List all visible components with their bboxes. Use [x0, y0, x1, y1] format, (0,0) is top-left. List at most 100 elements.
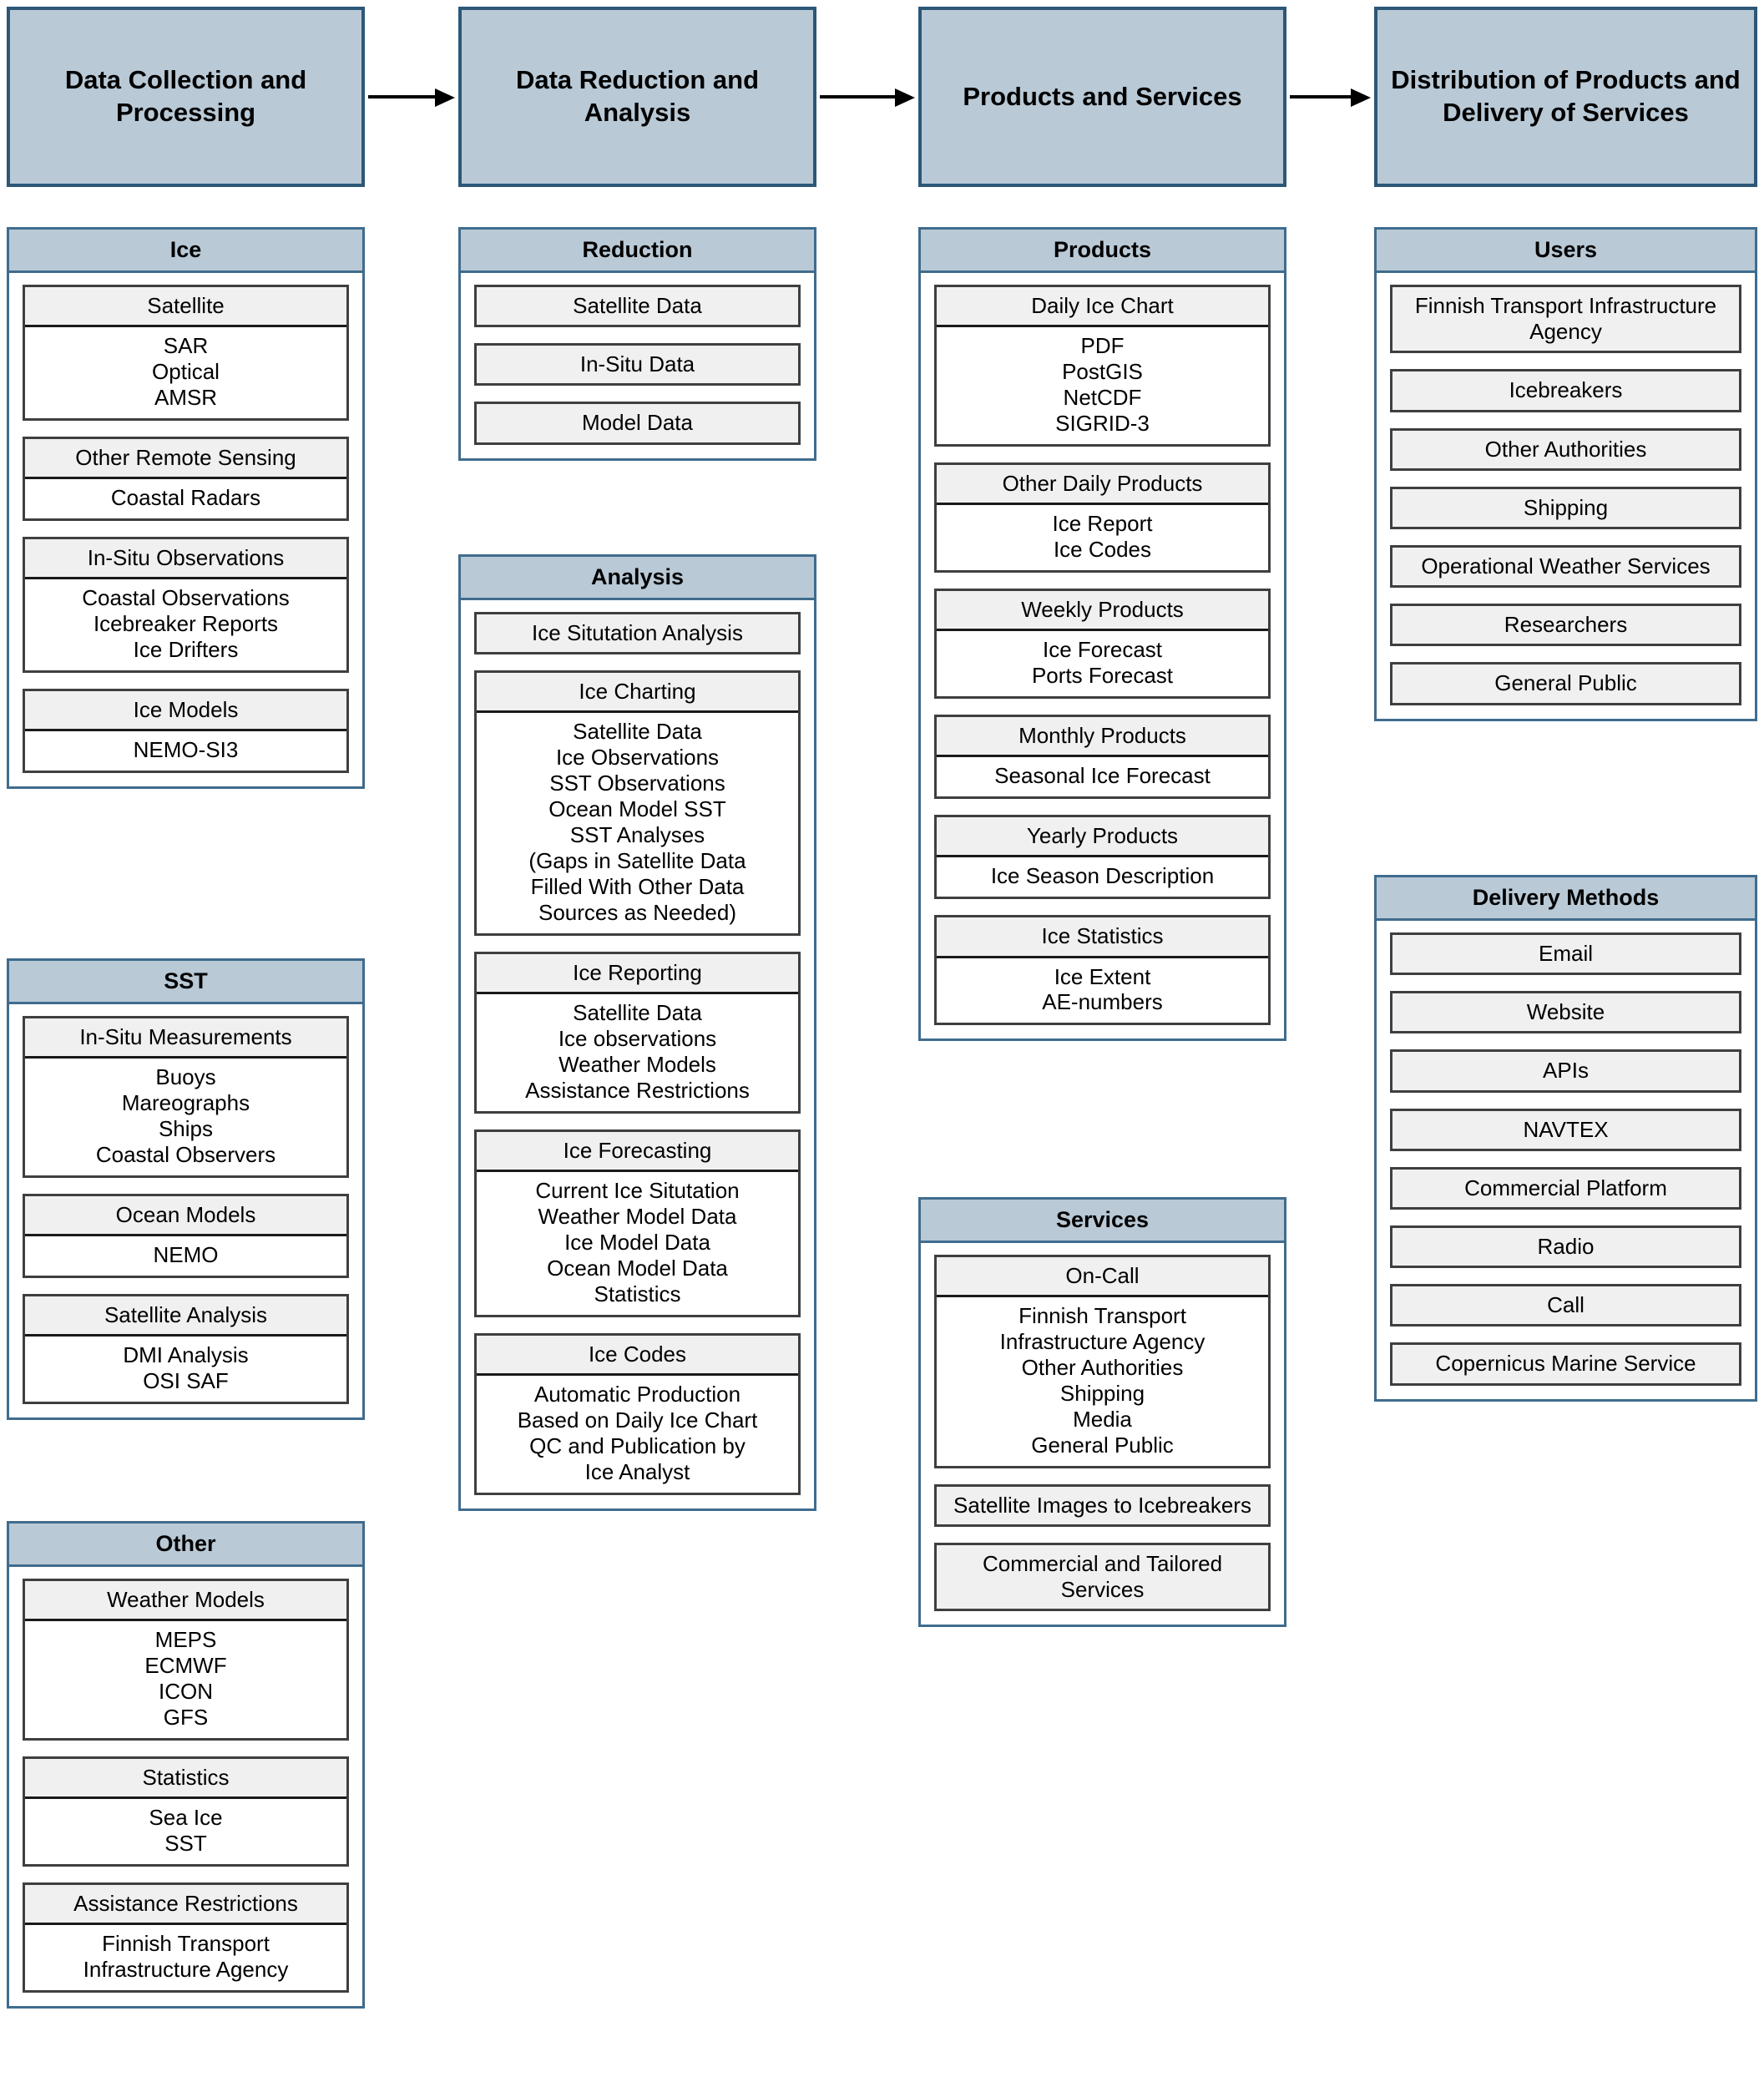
sub-block-header: Ice Forecasting [477, 1131, 798, 1173]
sub-block-header: Other Authorities [1392, 430, 1739, 468]
sub-block[interactable]: APIs [1390, 1049, 1741, 1093]
stage-arrow-3 [1290, 88, 1371, 107]
sub-block-header: Commercial and Tailored Services [937, 1545, 1268, 1609]
sub-block-item: Other Authorities [1021, 1355, 1184, 1381]
group-title-products: Products [921, 230, 1284, 274]
group-title-other: Other [9, 1524, 362, 1568]
sub-block[interactable]: Model Data [474, 402, 801, 445]
sub-block[interactable]: Commercial and Tailored Services [934, 1543, 1271, 1612]
sub-block-header: Copernicus Marine Service [1392, 1345, 1739, 1383]
sub-block[interactable]: In-Situ Data [474, 343, 801, 387]
sub-block-item: Coastal Radars [110, 485, 261, 511]
sub-block[interactable]: Other Authorities [1390, 427, 1741, 471]
sub-block[interactable]: Finnish Transport Infrastructure Agency [1390, 285, 1741, 354]
sub-block-header: Satellite Analysis [25, 1296, 346, 1337]
sub-block[interactable]: Ice Situtation Analysis [474, 612, 801, 655]
sub-block[interactable]: Email [1390, 932, 1741, 976]
sub-block[interactable]: Copernicus Marine Service [1390, 1342, 1741, 1386]
sub-block-item: Assistance Restrictions [525, 1077, 750, 1103]
sub-block-item: DMI Analysis [123, 1342, 249, 1368]
sub-block-header: Call [1392, 1286, 1739, 1325]
sub-block[interactable]: Operational Weather Services [1390, 544, 1741, 589]
sub-block[interactable]: Commercial Platform [1390, 1166, 1741, 1210]
sub-block[interactable]: Website [1390, 991, 1741, 1034]
sub-block-header: NAVTEX [1392, 1110, 1739, 1149]
sub-block-header: Email [1392, 935, 1739, 973]
sub-block-header: Radio [1392, 1227, 1739, 1266]
sub-block-item: Seasonal Ice Forecast [994, 763, 1211, 789]
sub-block-header: Model Data [477, 404, 798, 442]
sub-block[interactable]: Call [1390, 1284, 1741, 1327]
sub-block-item: Coastal Observers [95, 1142, 276, 1168]
sub-block-header: Daily Ice Chart [937, 287, 1268, 328]
sub-block-item: Ice Report [1052, 511, 1153, 537]
sub-block-header: In-Situ Measurements [25, 1018, 346, 1059]
sub-block[interactable]: NAVTEX [1390, 1108, 1741, 1151]
sub-block-item: Ice Drifters [133, 637, 239, 663]
arrow-head-icon [895, 88, 915, 107]
stage-box-products-services: Products and Services [918, 7, 1286, 187]
sub-block-item: Automatic Production [533, 1381, 741, 1407]
arrow-shaft [1290, 95, 1352, 99]
sub-block[interactable]: Icebreakers [1390, 369, 1741, 412]
group-title-services: Services [921, 1200, 1284, 1244]
sub-block[interactable]: General Public [1390, 662, 1741, 705]
sub-block[interactable]: Satellite Data [474, 285, 801, 328]
sub-block-item: Infrastructure Agency [999, 1329, 1205, 1355]
group-title-analysis: Analysis [461, 557, 814, 601]
stage-arrow-1 [368, 88, 455, 107]
sub-block-item: Satellite Data [573, 719, 702, 745]
sub-block-header: Researchers [1392, 606, 1739, 644]
sub-block[interactable]: Radio [1390, 1225, 1741, 1269]
sub-block-item: Ice Season Description [990, 863, 1215, 889]
sub-block-items: NEMO-SI3 [25, 731, 346, 771]
arrow-shaft [820, 95, 897, 99]
sub-block-header: Shipping [1392, 488, 1739, 527]
sub-block[interactable]: Researchers [1390, 604, 1741, 647]
sub-block-header: Ice Models [25, 691, 346, 732]
sub-block-item: Sources as Needed) [538, 899, 737, 925]
sub-block-item: Ice Observations [555, 745, 720, 771]
sub-block-item: Ice Codes [1053, 537, 1152, 563]
sub-block-items: NEMO [25, 1236, 346, 1276]
sub-block-header: In-Situ Data [477, 346, 798, 384]
sub-block[interactable]: Satellite Images to Icebreakers [934, 1483, 1271, 1528]
group-title-ice: Ice [9, 230, 362, 274]
sub-block-item: NEMO [153, 1242, 219, 1268]
sub-block[interactable]: Shipping [1390, 486, 1741, 529]
sub-block-item: Current Ice Situtation [535, 1178, 740, 1204]
sub-block-header: Yearly Products [937, 817, 1268, 858]
sub-block-item: Ice Forecast [1042, 637, 1163, 663]
sub-block-item: SIGRID-3 [1055, 411, 1150, 437]
